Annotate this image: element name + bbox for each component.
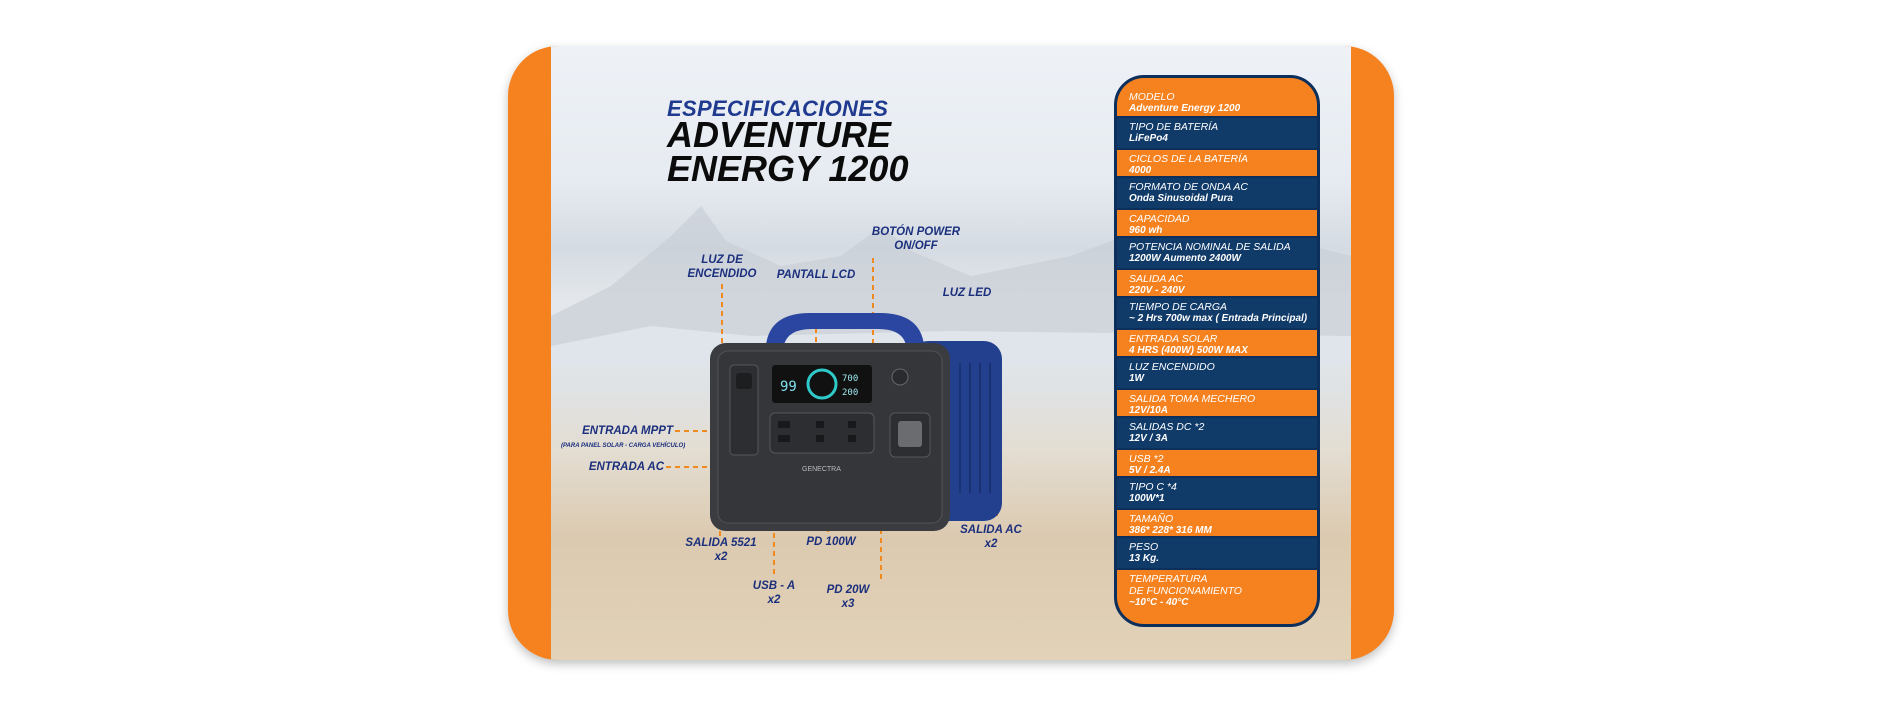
spec-card: ESPECIFICACIONES ADVENTURE ENERGY 1200 — [508, 46, 1394, 660]
spec-value: 386* 228* 316 MM — [1129, 525, 1212, 536]
spec-label: FORMATO DE ONDA AC — [1129, 181, 1249, 193]
spec-label: SALIDA TOMA MECHERO — [1129, 393, 1256, 405]
title-line-1: ADVENTURE — [667, 114, 892, 155]
spec-label: TAMAÑO — [1129, 513, 1174, 525]
lcd-percent: 99 — [780, 379, 797, 395]
spec-label: TIPO C *4 — [1129, 481, 1177, 493]
spec-label: PESO — [1129, 541, 1159, 553]
svg-text:700: 700 — [842, 374, 858, 384]
spec-value: Adventure Energy 1200 — [1129, 103, 1241, 114]
callout-led: LUZ LED — [942, 287, 992, 299]
callout-pd100: PD 100W — [806, 536, 856, 548]
header-subtitle: ESPECIFICACIONES — [667, 96, 889, 121]
spec-label: SALIDA AC — [1129, 273, 1184, 285]
svg-text:200: 200 — [842, 388, 858, 398]
spec-value: 12V/10A — [1129, 405, 1168, 416]
spec-value: 1W — [1129, 373, 1144, 384]
spec-label: MODELO — [1129, 91, 1175, 103]
power-station-image: 99 700 200 GENECTRA — [710, 313, 1002, 531]
callout-lcd: PANTALL LCD — [776, 269, 856, 281]
spec-value: 4000 — [1129, 165, 1152, 176]
callout-ac-in: ENTRADA AC — [588, 461, 664, 473]
spec-value: 5V / 2.4A — [1129, 465, 1171, 476]
spec-label: LUZ ENCENDIDO — [1129, 361, 1215, 373]
spec-value: 960 wh — [1129, 225, 1163, 236]
spec-value: 12V / 3A — [1129, 433, 1168, 444]
spec-label: TEMPERATURA DE FUNCIONAMIENTO — [1129, 573, 1242, 597]
spec-label: SALIDAS DC *2 — [1129, 421, 1205, 433]
callout-mppt-note: (PARA PANEL SOLAR - CARGA VEHÍCULO) — [561, 443, 686, 449]
landscape-background: ESPECIFICACIONES ADVENTURE ENERGY 1200 — [551, 46, 1351, 660]
header-title: ADVENTURE ENERGY 1200 — [667, 114, 909, 189]
spec-value: Onda Sinusoidal Pura — [1129, 193, 1233, 204]
title-line-2: ENERGY 1200 — [667, 148, 909, 189]
spec-value: 13 Kg. — [1129, 553, 1160, 564]
callout-mppt: ENTRADA MPPT — [582, 425, 673, 437]
spec-label: TIEMPO DE CARGA — [1129, 301, 1228, 313]
spec-value: LiFePo4 — [1129, 133, 1168, 144]
spec-label: USB *2 — [1129, 453, 1164, 465]
spec-value: ~ 2 Hrs 700w max ( Entrada Principal) — [1129, 313, 1308, 324]
spec-value: 1200W Aumento 2400W — [1129, 253, 1241, 264]
spec-value: 220V - 240V — [1129, 285, 1185, 296]
spec-value: 4 HRS (400W) 500W MAX — [1129, 345, 1248, 356]
spec-label: POTENCIA NOMINAL DE SALIDA — [1129, 241, 1291, 253]
spec-row: TEMPERATURA DE FUNCIONAMIENTO~10°C - 40°… — [1117, 568, 1317, 624]
spec-label: CICLOS DE LA BATERÍA — [1129, 153, 1249, 165]
spec-label: CAPACIDAD — [1129, 213, 1190, 225]
spec-row: TIEMPO DE CARGA~ 2 Hrs 700w max ( Entrad… — [1117, 298, 1317, 328]
spec-label: ENTRADA SOLAR — [1129, 333, 1218, 345]
spec-value: 100W*1 — [1129, 493, 1165, 504]
spec-value: ~10°C - 40°C — [1129, 597, 1189, 608]
brand-logo: GENECTRA — [802, 466, 841, 473]
spec-label: TIPO DE BATERÍA — [1129, 121, 1219, 133]
